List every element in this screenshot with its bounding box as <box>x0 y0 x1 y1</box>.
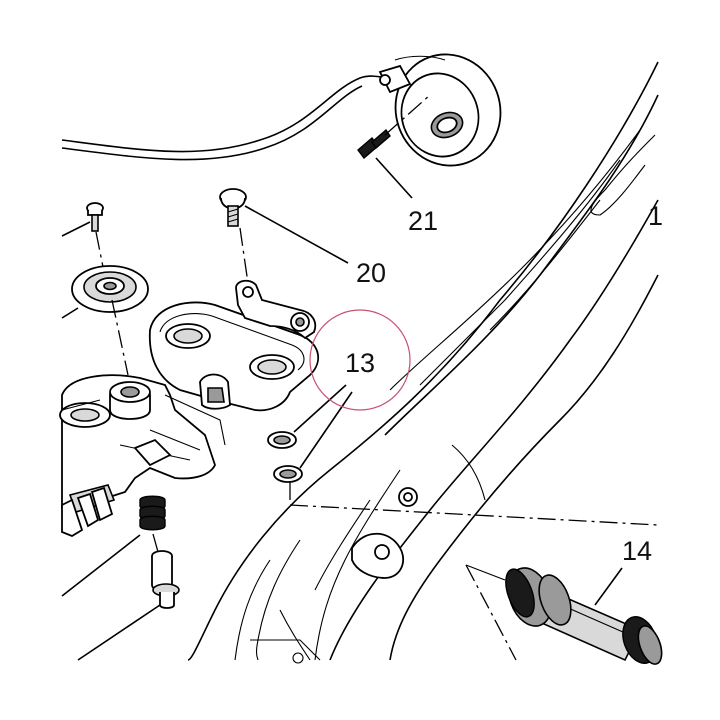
callout-20: 20 <box>356 258 386 288</box>
washers-13 <box>267 309 411 505</box>
callout-1: 1 <box>648 201 663 231</box>
screw-21 <box>357 94 431 199</box>
highlight-circle <box>309 309 411 411</box>
frame-part-1 <box>187 61 659 664</box>
triple-clamp-body <box>59 279 320 538</box>
spring-and-pin <box>61 495 180 661</box>
small-screw-and-cover <box>61 202 149 376</box>
callout-21: 21 <box>408 206 438 236</box>
callout-13: 13 <box>345 348 375 378</box>
sensor-ring-assembly <box>61 53 502 167</box>
axle-14 <box>289 504 663 665</box>
callout-14: 14 <box>622 536 652 566</box>
